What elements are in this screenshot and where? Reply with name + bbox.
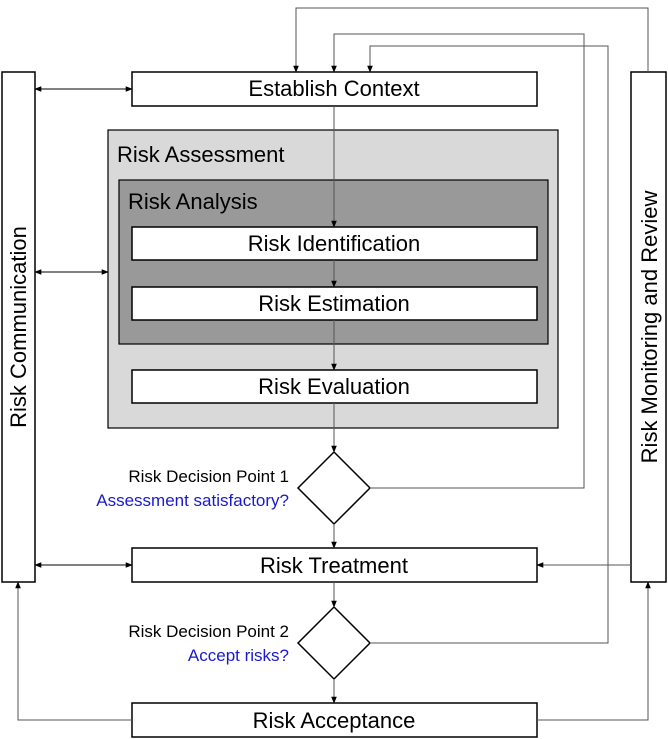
risk-acceptance-label: Risk Acceptance: [253, 708, 416, 733]
decision-point-1-label: Risk Decision Point 1: [128, 467, 289, 486]
risk-identification-label: Risk Identification: [248, 231, 420, 256]
loop-decision-1-to-context: [331, 33, 585, 489]
arrow-acceptance-to-monitoring: [537, 581, 651, 721]
establish-context-label: Establish Context: [248, 76, 419, 101]
risk-identification-box: [131, 226, 538, 261]
decision-point-2-diamond: [296, 605, 372, 681]
risk-monitoring-bar: [630, 71, 667, 583]
risk-analysis-label: Risk Analysis: [128, 189, 258, 214]
loop-monitoring-to-context: [293, 7, 649, 73]
risk-treatment-label: Risk Treatment: [260, 553, 408, 578]
risk-monitoring-label: Risk Monitoring and Review: [637, 191, 662, 464]
decision-point-1-question: Assessment satisfactory?: [96, 491, 289, 510]
arrow-acceptance-to-communication: [15, 581, 132, 721]
loop-decision-2-to-context: [367, 45, 609, 644]
risk-acceptance-box: [131, 702, 538, 738]
risk-assessment-label: Risk Assessment: [117, 142, 285, 167]
decision-point-1-diamond: [296, 450, 372, 526]
risk-communication-label: Risk Communication: [6, 226, 31, 428]
decision-point-2-question: Accept risks?: [188, 646, 289, 665]
risk-estimation-label: Risk Estimation: [258, 291, 410, 316]
risk-evaluation-label: Risk Evaluation: [258, 374, 410, 399]
risk-evaluation-box: [131, 369, 538, 404]
decision-point-2-label: Risk Decision Point 2: [128, 622, 289, 641]
risk-communication-bar: [1, 71, 36, 583]
